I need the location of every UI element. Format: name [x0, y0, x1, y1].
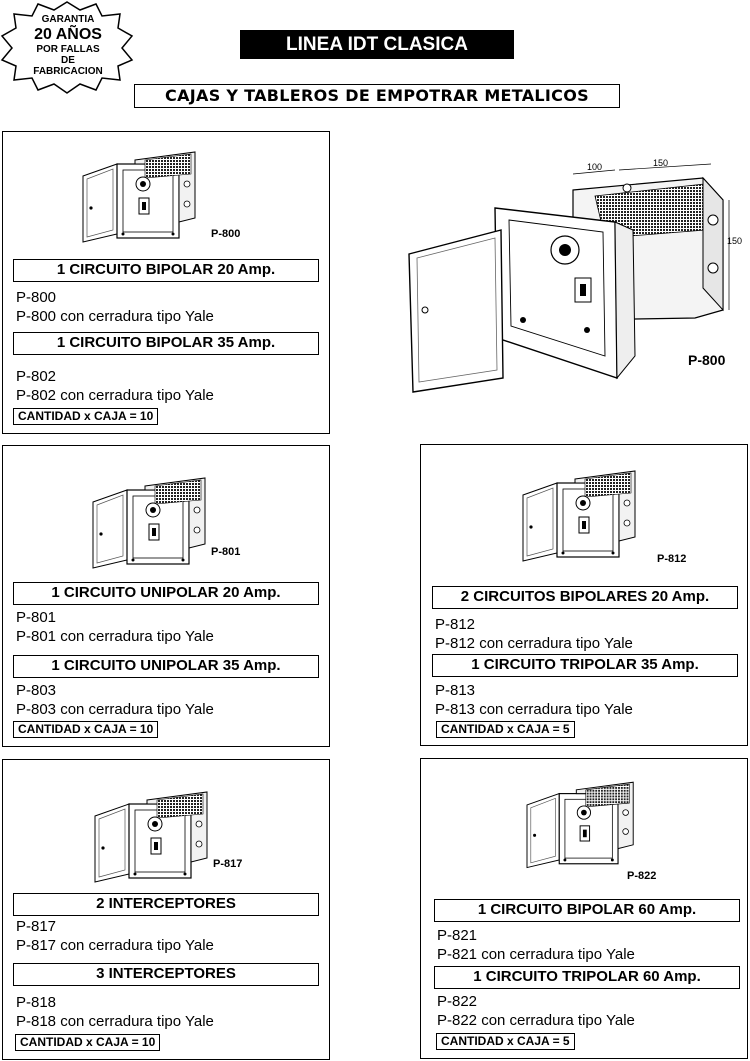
image-code: P-822 [627, 870, 657, 882]
circuit-header-1: 2 INTERCEPTORES [13, 893, 319, 916]
badge-line-3: POR FALLAS [36, 44, 100, 55]
image-code: P-801 [211, 546, 241, 558]
hero-enclosure-drawing: 100 150 150 [408, 158, 742, 393]
enclosure-drawing-icon [82, 151, 196, 243]
enclosure-drawing-icon [522, 470, 636, 562]
product-card-p822: P-822 1 CIRCUITO BIPOLAR 60 Amp. P-821 P… [420, 758, 748, 1059]
model-line: P-812 [435, 616, 476, 633]
badge-line-4: DE [61, 55, 75, 66]
badge-line-2: 20 AÑOS [34, 26, 102, 43]
model-line: P-813 con cerradura tipo Yale [435, 701, 633, 718]
model-line: P-812 con cerradura tipo Yale [435, 635, 633, 652]
product-card-p817: P-817 2 INTERCEPTORES P-817 P-817 con ce… [2, 759, 330, 1060]
model-line: P-822 [437, 993, 478, 1010]
circuit-header-2: 3 INTERCEPTORES [13, 963, 319, 986]
quantity-per-box: CANTIDAD x CAJA = 5 [436, 721, 575, 738]
badge-line-5: FABRICACION [33, 66, 103, 77]
hero-code: P-800 [688, 352, 726, 368]
model-line: P-800 con cerradura tipo Yale [16, 308, 214, 325]
image-code: P-812 [657, 553, 687, 565]
product-card-p800: P-800 1 CIRCUITO BIPOLAR 20 Amp. P-800 P… [2, 131, 330, 434]
model-line: P-800 [16, 289, 57, 306]
quantity-per-box: CANTIDAD x CAJA = 10 [13, 408, 159, 425]
product-card-p812: P-812 2 CIRCUITOS BIPOLARES 20 Amp. P-81… [420, 444, 748, 746]
hero-dim-top-left: 100 [587, 162, 602, 172]
enclosure-drawing-icon [526, 781, 634, 869]
model-line: P-821 con cerradura tipo Yale [437, 946, 635, 963]
product-card-p801: P-801 1 CIRCUITO UNIPOLAR 20 Amp. P-801 … [2, 445, 330, 747]
model-line: P-803 [16, 682, 57, 699]
hero-dim-side: 150 [727, 236, 742, 246]
model-line: P-802 con cerradura tipo Yale [16, 387, 214, 404]
model-line: P-813 [435, 682, 476, 699]
image-code: P-800 [211, 228, 241, 240]
enclosure-drawing-icon [94, 791, 208, 883]
badge-line-1: GARANTIA [41, 14, 95, 25]
model-line: P-803 con cerradura tipo Yale [16, 701, 214, 718]
model-line: P-801 con cerradura tipo Yale [16, 628, 214, 645]
model-line: P-818 [16, 994, 57, 1011]
circuit-header-2: 1 CIRCUITO BIPOLAR 35 Amp. [13, 332, 319, 355]
quantity-per-box: CANTIDAD x CAJA = 10 [15, 1034, 161, 1051]
circuit-header-1: 1 CIRCUITO BIPOLAR 20 Amp. [13, 259, 319, 282]
page-subtitle: CAJAS Y TABLEROS DE EMPOTRAR METALICOS [134, 84, 620, 108]
circuit-header-2: 1 CIRCUITO TRIPOLAR 35 Amp. [432, 654, 738, 677]
model-line: P-817 [16, 918, 57, 935]
quantity-per-box: CANTIDAD x CAJA = 5 [436, 1033, 575, 1050]
enclosure-drawing-icon [92, 477, 206, 569]
hero-dim-top-right: 150 [653, 158, 668, 168]
model-line: P-818 con cerradura tipo Yale [16, 1013, 214, 1030]
image-code: P-817 [213, 858, 243, 870]
circuit-header-2: 1 CIRCUITO UNIPOLAR 35 Amp. [13, 655, 319, 678]
circuit-header-2: 1 CIRCUITO TRIPOLAR 60 Amp. [434, 966, 740, 989]
circuit-header-1: 2 CIRCUITOS BIPOLARES 20 Amp. [432, 586, 738, 609]
warranty-badge-icon [0, 1, 134, 94]
model-line: P-822 con cerradura tipo Yale [437, 1012, 635, 1029]
model-line: P-821 [437, 927, 478, 944]
model-line: P-801 [16, 609, 57, 626]
page-title: LINEA IDT CLASICA [240, 30, 514, 59]
model-line: P-817 con cerradura tipo Yale [16, 937, 214, 954]
circuit-header-1: 1 CIRCUITO UNIPOLAR 20 Amp. [13, 582, 319, 605]
quantity-per-box: CANTIDAD x CAJA = 10 [13, 721, 159, 738]
circuit-header-1: 1 CIRCUITO BIPOLAR 60 Amp. [434, 899, 740, 922]
model-line: P-802 [16, 368, 57, 385]
